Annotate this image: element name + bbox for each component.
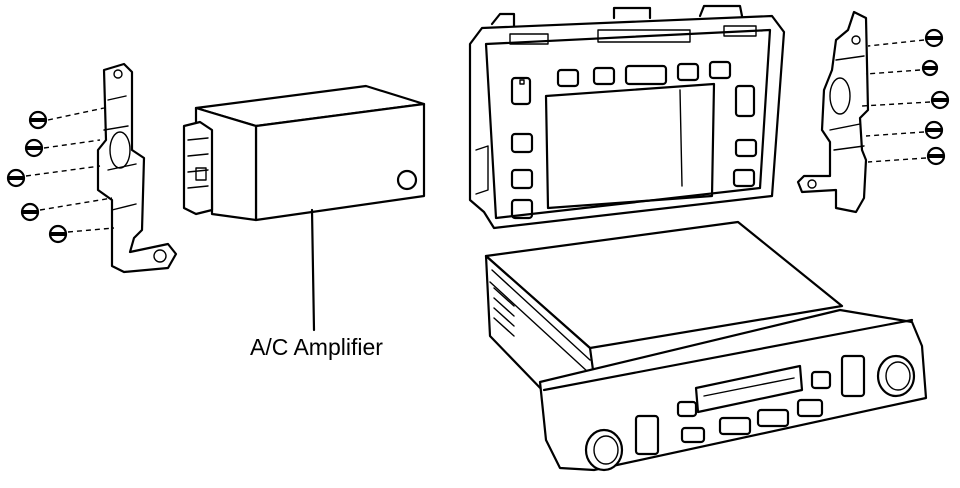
display-bezel bbox=[468, 4, 786, 230]
right-mounting-bracket bbox=[796, 10, 870, 214]
right-knob bbox=[876, 354, 916, 398]
ac-amplifier-label: A/C Amplifier bbox=[250, 334, 383, 360]
screw bbox=[865, 120, 944, 140]
left-screws bbox=[6, 107, 115, 244]
screw bbox=[24, 138, 101, 158]
screw bbox=[867, 28, 944, 48]
screw bbox=[865, 59, 939, 77]
screw bbox=[48, 224, 115, 244]
screw bbox=[861, 90, 950, 110]
screw bbox=[6, 165, 101, 188]
screw bbox=[20, 197, 113, 222]
right-screws bbox=[861, 28, 950, 166]
left-knob bbox=[584, 428, 624, 472]
screw bbox=[28, 107, 105, 130]
ac-amplifier-unit bbox=[182, 84, 426, 332]
left-mounting-bracket bbox=[96, 62, 178, 274]
screw bbox=[867, 146, 946, 166]
climate-control-unit bbox=[484, 220, 928, 472]
